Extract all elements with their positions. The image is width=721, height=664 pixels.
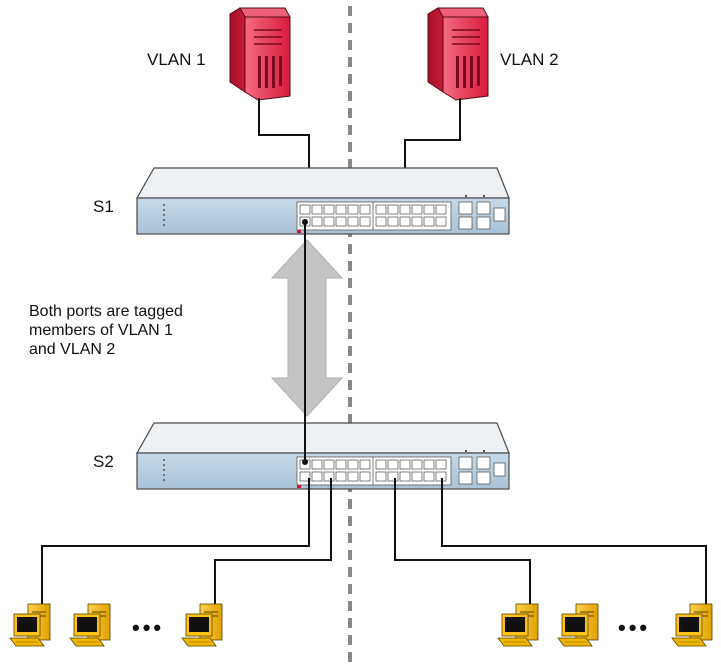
host-cable-left-2 <box>214 478 332 610</box>
switch-port <box>387 216 399 227</box>
switch-port <box>311 459 323 470</box>
switch-port <box>323 459 335 470</box>
trunk-port-s2 <box>302 459 308 465</box>
switch-port <box>347 471 359 482</box>
switch-port <box>423 216 435 227</box>
s2-switch-icon <box>136 422 510 490</box>
switch-port <box>335 204 347 215</box>
workstation-icon <box>671 603 713 647</box>
switch-port <box>399 459 411 470</box>
switch-port <box>323 204 335 215</box>
switch-port <box>375 204 387 215</box>
switch-port <box>399 471 411 482</box>
s2-port-grid <box>299 459 447 482</box>
vlan2-server-label: VLAN 2 <box>500 50 559 69</box>
trunk-note-line: and VLAN 2 <box>29 341 116 358</box>
switch-port <box>311 204 323 215</box>
switch-port <box>435 459 447 470</box>
vlan1-server-label: VLAN 1 <box>147 50 206 69</box>
switch-port <box>311 216 323 227</box>
trunk-double-arrow <box>270 239 344 417</box>
switch-port <box>435 204 447 215</box>
vlan2-server-icon <box>427 7 489 101</box>
switch-port <box>387 471 399 482</box>
switch-port <box>311 471 323 482</box>
workstation-icon <box>497 603 539 647</box>
workstation-icon <box>9 603 51 647</box>
switch-port <box>335 216 347 227</box>
switch-port <box>423 471 435 482</box>
switch-port <box>359 459 371 470</box>
switch-port <box>299 204 311 215</box>
more-hosts-ellipsis: ••• <box>132 615 165 640</box>
switch-port <box>423 459 435 470</box>
workstation-icon <box>69 603 111 647</box>
trunk-note: Both ports are tagged members of VLAN 1 … <box>29 302 183 359</box>
host-cable-right-2 <box>441 478 707 610</box>
switch-port <box>323 471 335 482</box>
switch-port <box>411 471 423 482</box>
more-hosts-ellipsis: ••• <box>618 615 651 640</box>
trunk-note-line: members of VLAN 1 <box>29 322 174 339</box>
switch-port <box>335 471 347 482</box>
switch-port <box>387 204 399 215</box>
switch-port <box>359 216 371 227</box>
switch-port <box>375 471 387 482</box>
host-cable-right-1 <box>394 478 531 610</box>
switch-port <box>347 459 359 470</box>
switch-port <box>359 204 371 215</box>
switch-port <box>387 459 399 470</box>
switch-port <box>335 459 347 470</box>
switch-port <box>359 471 371 482</box>
s1-port-grid <box>299 204 447 227</box>
switch-port <box>411 459 423 470</box>
switch-port <box>399 204 411 215</box>
switch-port <box>299 471 311 482</box>
switch-port <box>411 204 423 215</box>
trunk-port-s1 <box>302 219 308 225</box>
switch-port <box>347 216 359 227</box>
switch-port <box>399 216 411 227</box>
s2-switch-label: S2 <box>93 452 114 471</box>
host-cable-left-1 <box>41 478 310 610</box>
workstation-icon <box>181 603 223 647</box>
switch-port <box>375 459 387 470</box>
vlan1-server-icon <box>229 7 291 101</box>
switch-port <box>347 204 359 215</box>
s1-switch-icon <box>136 167 510 235</box>
switch-port <box>375 216 387 227</box>
switch-port <box>435 216 447 227</box>
switch-port <box>411 216 423 227</box>
trunk-note-line: Both ports are tagged <box>29 303 183 320</box>
switch-port <box>423 204 435 215</box>
workstation-icon <box>557 603 599 647</box>
switch-port <box>323 216 335 227</box>
s1-switch-label: S1 <box>93 197 114 216</box>
